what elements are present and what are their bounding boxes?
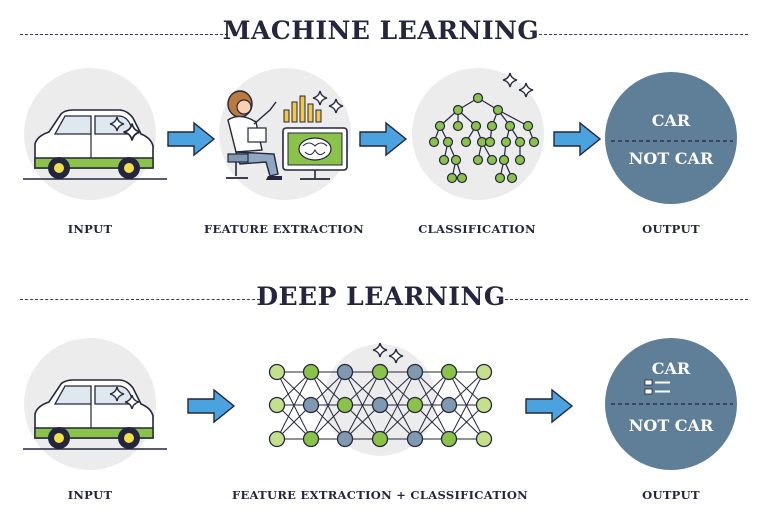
neural-network-icon: [268, 363, 493, 448]
ml-arrow-2-icon: [359, 122, 407, 156]
network-node: [475, 396, 493, 414]
dl-divider-left: [20, 299, 260, 300]
network-node: [406, 396, 424, 414]
network-node: [302, 363, 320, 381]
dl-step-output: OUTPUT: [642, 488, 700, 502]
network-connection: [448, 371, 485, 440]
ml-step-feature-extraction: FEATURE EXTRACTION: [204, 222, 364, 236]
dl-arrow-1-icon: [187, 389, 235, 423]
network-node: [371, 363, 389, 381]
decision-tree-icon: [428, 92, 540, 184]
network-connection: [379, 371, 416, 440]
dl-output-not-car: NOT CAR: [629, 416, 714, 435]
network-node: [475, 363, 493, 381]
network-connection: [414, 371, 450, 440]
network-node: [336, 430, 354, 448]
ml-divider-right: [534, 34, 748, 35]
network-connection: [344, 371, 381, 440]
ml-output-not-car: NOT CAR: [629, 149, 714, 168]
ml-output-circle: [605, 72, 737, 204]
network-node: [371, 430, 389, 448]
ml-arrow-1-icon: [167, 122, 215, 156]
ml-divider-left: [20, 34, 228, 35]
ml-arrow-3-icon: [553, 122, 601, 156]
network-connection: [310, 371, 346, 440]
network-connection: [276, 371, 312, 440]
ml-step-output: OUTPUT: [642, 222, 700, 236]
network-node: [440, 363, 458, 381]
ml-step-input: INPUT: [67, 222, 113, 236]
network-node: [406, 430, 424, 448]
network-node: [336, 396, 354, 414]
dl-step-input: INPUT: [67, 488, 113, 502]
network-node: [302, 430, 320, 448]
dl-output-car: CAR: [652, 359, 691, 378]
ml-output-car: CAR: [652, 111, 691, 130]
ml-classification-circle: [412, 68, 544, 200]
network-node: [268, 396, 286, 414]
list-icon: [644, 379, 670, 395]
network-node: [440, 430, 458, 448]
ml-step-classification: CLASSIFICATION: [418, 222, 536, 236]
dl-arrow-2-icon: [525, 389, 573, 423]
dl-step-feature-classification: FEATURE EXTRACTION + CLASSIFICATION: [232, 488, 528, 502]
network-node: [336, 363, 354, 381]
network-node: [268, 430, 286, 448]
network-node: [475, 430, 493, 448]
network-node: [406, 363, 424, 381]
dl-title: DEEP LEARNING: [256, 282, 506, 311]
network-node: [440, 396, 458, 414]
network-node: [371, 396, 389, 414]
network-node: [302, 396, 320, 414]
network-node: [268, 363, 286, 381]
dl-divider-right: [500, 299, 748, 300]
person-computer-icon: [226, 90, 348, 180]
ml-title: MACHINE LEARNING: [222, 16, 540, 45]
